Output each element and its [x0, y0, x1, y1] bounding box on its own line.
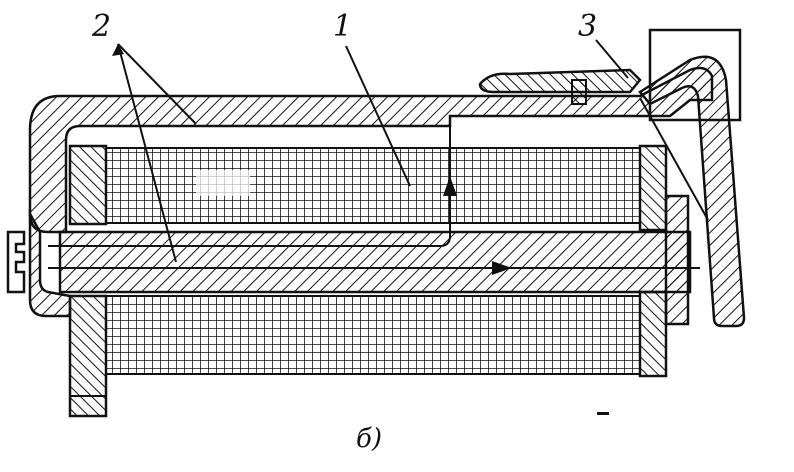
winding-upper: [105, 147, 641, 224]
bobbin-flange-right: [638, 144, 668, 232]
figure-caption: б): [356, 424, 383, 454]
winding-highlight: [196, 170, 250, 196]
terminal-left: [6, 230, 26, 294]
leader-3: [595, 39, 629, 79]
label-core: 1: [333, 9, 353, 44]
armature-spring-line: [639, 97, 709, 221]
hinge-screw: [571, 79, 587, 105]
flux-path-inner: [48, 120, 700, 269]
core: [58, 230, 692, 294]
bobbin-flange-right-lower: [638, 290, 668, 378]
armature-bracket: [648, 28, 742, 122]
armature: [638, 55, 746, 328]
armature-hinge: [478, 68, 642, 94]
leader-2-arrow: [112, 44, 124, 56]
leader-2b: [117, 43, 177, 263]
leader-2a: [117, 43, 197, 125]
core-end: [664, 194, 690, 326]
label-armature: 3: [578, 9, 598, 44]
leader-1: [345, 45, 411, 187]
bobbin-flange-left: [68, 144, 108, 226]
bobbin-flange-left-lower: [68, 294, 108, 418]
yoke-foot: [28, 209, 72, 318]
flux-arrow-up: [443, 176, 457, 196]
winding-lower: [105, 295, 641, 375]
label-windings: 2: [92, 9, 112, 44]
flux-arrow-right: [492, 261, 512, 275]
